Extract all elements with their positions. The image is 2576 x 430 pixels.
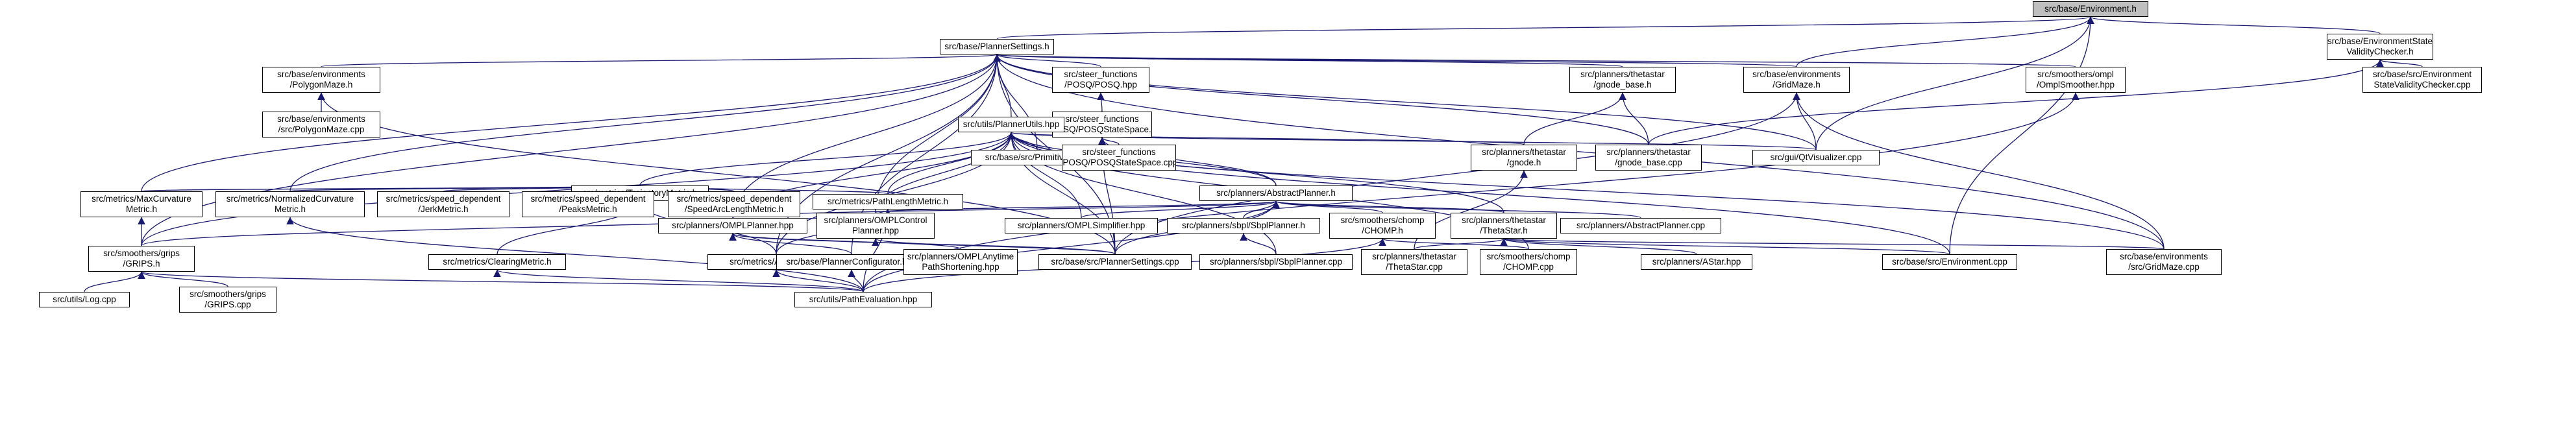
edge-ompl_control_planner_hpp-to-abstract_planner_h [875, 200, 1280, 213]
node-polygon-maze-h[interactable]: src/base/environments /PolygonMaze.h [262, 67, 380, 93]
node-grips-h[interactable]: src/smoothers/grips /GRIPS.h [88, 246, 195, 272]
edge-qt_visualizer_cpp-to-env_h [1815, 16, 2094, 150]
edge-thetastar_gnode_h-to-planners_thetastar_gnode_base_h [1523, 92, 1626, 145]
node-qt-visualizer-cpp[interactable]: src/gui/QtVisualizer.cpp [1752, 150, 1880, 165]
node-thetastar-h[interactable]: src/planners/thetastar /ThetaStar.h [1451, 213, 1557, 239]
edge-thetastar_gnode_base_cpp-to-planner_settings_h [993, 54, 1649, 145]
node-sbpl-planner-h[interactable]: src/planners/sbpl/SbplPlanner.h [1167, 218, 1320, 233]
node-planner-utils-hpp[interactable]: src/utils/PlannerUtils.hpp [958, 117, 1064, 132]
node-environment-cpp[interactable]: src/base/src/Environment.cpp [1882, 254, 2017, 270]
node-steer-posq-hpp[interactable]: src/steer_functions /POSQ/POSQ.hpp [1052, 67, 1149, 93]
edge-sbpl_planner_cpp-to-sbpl_planner_h [1240, 233, 1277, 255]
edges [84, 16, 2423, 293]
node-ompl-anytime-path-shortening-hpp[interactable]: src/planners/OMPLAnytime PathShortening.… [903, 249, 1018, 275]
node-thetastar-cpp[interactable]: src/planners/thetastar /ThetaStar.cpp [1361, 249, 1467, 275]
edge-qt_visualizer_cpp-to-planner_settings_h [993, 54, 1817, 150]
node-env-h: src/base/Environment.h [2033, 1, 2148, 17]
node-ompl-smoother-hpp[interactable]: src/smoothers/ompl /OmplSmoother.hpp [2026, 67, 2126, 93]
node-abstract-planner-h[interactable]: src/planners/AbstractPlanner.h [1199, 185, 1353, 201]
edge-path_evaluation_hpp-to-planner_configurator_hpp [848, 269, 864, 293]
node-thetastar-gnode-h[interactable]: src/planners/thetastar /gnode.h [1471, 145, 1577, 171]
node-grips-cpp[interactable]: src/smoothers/grips /GRIPS.cpp [179, 287, 276, 313]
node-sbpl-planner-cpp[interactable]: src/planners/sbpl/SbplPlanner.cpp [1199, 254, 1353, 270]
node-thetastar-gnode-base-cpp[interactable]: src/planners/thetastar /gnode_base.cpp [1595, 145, 1702, 171]
node-log-cpp[interactable]: src/utils/Log.cpp [39, 292, 130, 307]
edge-normalized_curvature_metric_h-to-planner_settings_h [289, 54, 1001, 192]
node-peaks-metric-h[interactable]: src/metrics/speed_dependent /PeaksMetric… [522, 191, 654, 217]
edge-ompl_simplifier_hpp-to-abstract_planner_h [1081, 200, 1280, 219]
edge-grid_maze_cpp-to-planner_settings_h [993, 54, 2165, 250]
node-clearing-metric-h[interactable]: src/metrics/ClearingMetric.h [428, 254, 566, 270]
edge-path_evaluation_hpp-to-clearing_metric_h [493, 269, 864, 293]
edge-ompl_smoother_hpp-to-planner_settings_h [994, 54, 2076, 67]
node-planners-thetastar-gnode-base-h[interactable]: src/planners/thetastar /gnode_base.h [1569, 67, 1676, 93]
edge-thetastar_gnode_h-to-planner_utils_hpp [1008, 132, 1525, 145]
edge-grid_maze_cpp-to-thetastar_h [1501, 238, 2165, 250]
edge-environment_cpp-to-env_h [1949, 16, 2094, 255]
edge-ompl_planner_hpp-to-planner_settings_h [732, 54, 1001, 219]
edge-thetastar_gnode_base_cpp-to-env_state_validity_h [1648, 59, 2384, 145]
edge-ompl_simplifier_hpp-to-planner_utils_hpp [1007, 132, 1082, 219]
node-grid-maze-cpp[interactable]: src/base/environments /src/GridMaze.cpp [2106, 249, 2222, 275]
node-planner-settings-cpp[interactable]: src/base/src/PlannerSettings.cpp [1038, 254, 1192, 270]
node-planner-settings-h[interactable]: src/base/PlannerSettings.h [940, 39, 1054, 54]
node-grid-maze-h[interactable]: src/base/environments /GridMaze.h [1743, 67, 1850, 93]
edge-polygon_maze_h-to-planner_settings_h [321, 54, 1000, 67]
edge-astar_hpp-to-thetastar_h [1500, 238, 1697, 255]
edge-ompl_control_planner_hpp-to-planner_settings_h [875, 54, 1001, 213]
edge-path_evaluation_hpp-to-grips_h [138, 271, 864, 293]
node-polygon-maze-cpp[interactable]: src/base/environments /src/PolygonMaze.c… [262, 112, 380, 137]
node-ompl-simplifier-hpp[interactable]: src/planners/OMPLSimplifier.hpp [1005, 218, 1158, 233]
node-abstract-planner-cpp[interactable]: src/planners/AbstractPlanner.cpp [1560, 218, 1721, 233]
node-ompl-planner-hpp[interactable]: src/planners/OMPLPlanner.hpp [658, 218, 807, 233]
edge-trajectory_metric_h-to-planner_utils_hpp [639, 132, 1015, 186]
node-chomp-cpp[interactable]: src/smoothers/chomp /CHOMP.cpp [1480, 249, 1577, 275]
node-posq-statespace-cpp[interactable]: src/steer_functions /POSQ/POSQStateSpace… [1062, 145, 1176, 171]
edge-planner_settings_cpp-to-ompl_control_planner_hpp [872, 238, 1116, 255]
edge-abstract_planner_cpp-to-abstract_planner_h [1272, 200, 1641, 219]
node-speed-arc-length-metric-h[interactable]: src/metrics/speed_dependent /SpeedArcLen… [668, 191, 800, 217]
node-astar-hpp[interactable]: src/planners/AStar.hpp [1641, 254, 1752, 270]
edge-env_state_validity_h-to-env_h [2087, 16, 2381, 34]
node-normalized-curvature-metric-h[interactable]: src/metrics/NormalizedCurvature Metric.h [215, 191, 365, 217]
edge-max_curvature_metric_h-to-planner_settings_h [141, 54, 1001, 192]
edge-path_evaluation_hpp-to-aol_metric_h [772, 269, 864, 293]
edge-path_evaluation_hpp-to-normalized_curvature_metric_h [286, 217, 864, 293]
node-planner-configurator-hpp[interactable]: src/base/PlannerConfigurator.hpp [776, 254, 927, 270]
node-ompl-control-planner-hpp[interactable]: src/planners/OMPLControl Planner.hpp [816, 213, 935, 239]
node-path-length-metric-h[interactable]: src/metrics/PathLengthMetric.h [813, 194, 963, 209]
node-max-curvature-metric-h[interactable]: src/metrics/MaxCurvature Metric.h [80, 191, 202, 217]
node-jerk-metric-h[interactable]: src/metrics/speed_dependent /JerkMetric.… [377, 191, 509, 217]
edge-environment_cpp-to-thetastar_h [1500, 238, 1950, 255]
node-env-state-validity-h[interactable]: src/base/EnvironmentState ValidityChecke… [2327, 34, 2433, 60]
node-chomp-h[interactable]: src/smoothers/chomp /CHOMP.h [1329, 213, 1436, 239]
edge-chomp_h-to-abstract_planner_h [1272, 200, 1383, 213]
edge-grid_maze_h-to-env_h [1796, 16, 2094, 67]
edge-planner_configurator_hpp-to-ompl_planner_hpp [729, 233, 852, 255]
node-path-evaluation-hpp[interactable]: src/utils/PathEvaluation.hpp [794, 292, 932, 307]
node-env-state-validity-cpp[interactable]: src/base/src/Environment StateValidityCh… [2362, 67, 2482, 93]
edge-thetastar_gnode_base_cpp-to-planners_thetastar_gnode_base_h [1619, 92, 1649, 145]
edge-posq_statespace_h-to-steer_posq_hpp [1097, 92, 1105, 112]
node-posq-statespace-h[interactable]: src/steer_functions /POSQ/POSQStateSpace… [1052, 112, 1152, 137]
edge-planner_settings_h-to-env_h [996, 16, 2094, 40]
edge-grid_maze_cpp-to-grid_maze_h [1793, 92, 2165, 250]
edge-qt_visualizer_cpp-to-grid_maze_h [1793, 92, 1817, 150]
